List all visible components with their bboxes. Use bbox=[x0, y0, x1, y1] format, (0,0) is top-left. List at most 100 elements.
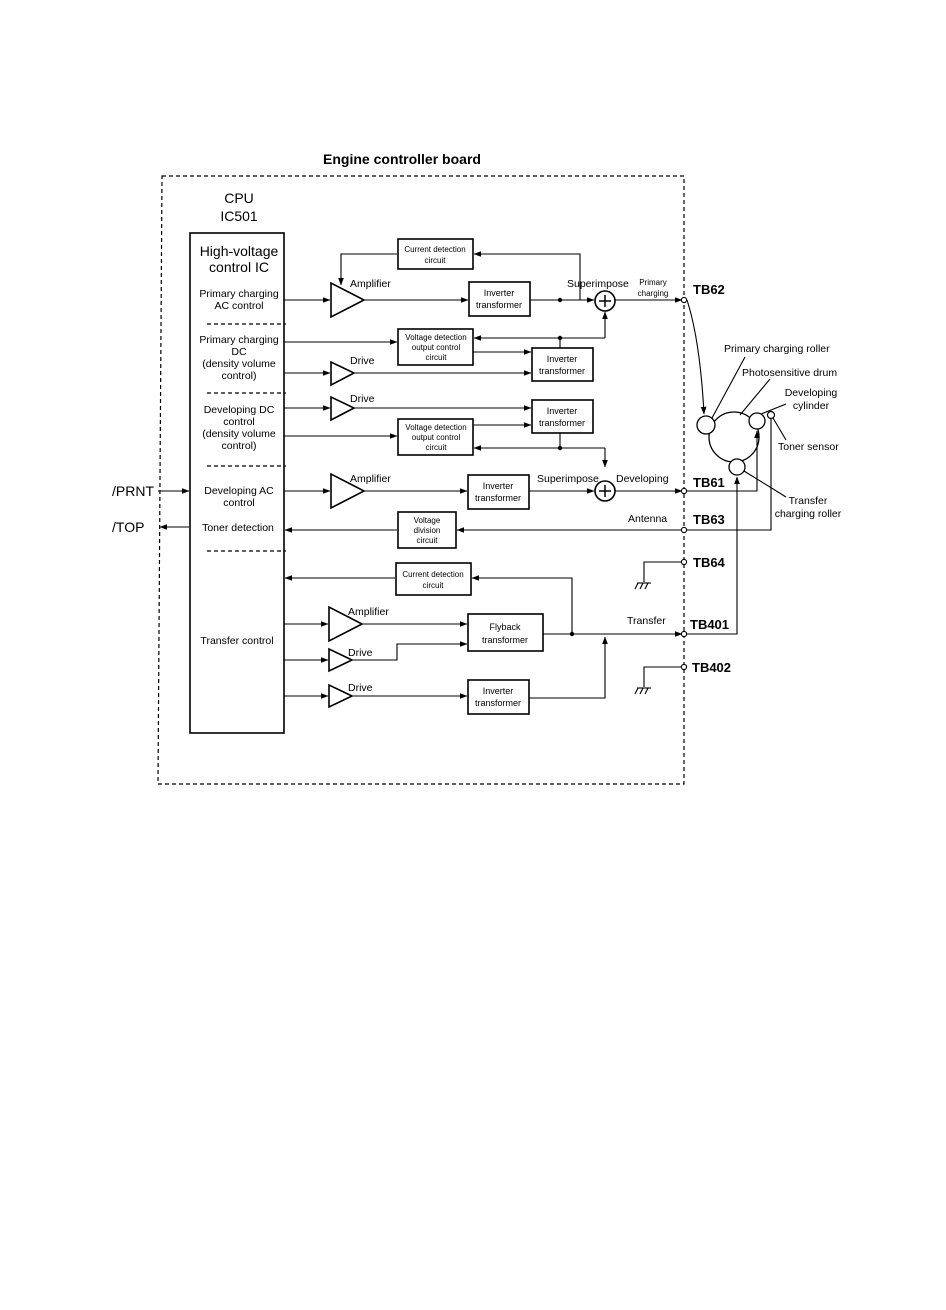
primary-charging-roller-label: Primary charging roller bbox=[724, 343, 830, 355]
toner-sensor-to-tb63 bbox=[687, 419, 772, 531]
inverter-transformer-text: Inverter bbox=[483, 481, 514, 491]
tb401-terminal bbox=[680, 630, 688, 638]
amplifier-triangle-1 bbox=[330, 281, 366, 319]
current-detection-text: circuit bbox=[425, 256, 447, 265]
primary-charging-label-1: Primary bbox=[639, 278, 667, 287]
current-detection-text: circuit bbox=[423, 581, 445, 590]
feedback-line-1 bbox=[473, 251, 581, 300]
tb402-ground-line bbox=[643, 666, 681, 687]
voltage-detection-text: Voltage detection bbox=[405, 423, 466, 432]
voltage-division-text: division bbox=[414, 526, 441, 535]
drive-label-1: Drive bbox=[350, 355, 375, 367]
hv-ic-title-2: control IC bbox=[209, 259, 269, 275]
drive-triangle-4 bbox=[328, 683, 354, 709]
tb401-to-transfer-roller bbox=[687, 476, 740, 635]
amplifier-label-3: Amplifier bbox=[348, 606, 389, 618]
tb62-to-primary-roller bbox=[686, 299, 707, 415]
voltage-detection-text: circuit bbox=[426, 353, 448, 362]
board-outline bbox=[157, 175, 685, 785]
voltage-detection-text: output control bbox=[412, 343, 461, 352]
developing-dc-label-4: control) bbox=[221, 440, 256, 452]
drive-triangle-2 bbox=[330, 395, 356, 422]
current-detection-box-2 bbox=[395, 562, 472, 596]
flyback-transformer-text: transformer bbox=[482, 635, 528, 645]
leader-line bbox=[711, 356, 746, 419]
inverter-transformer-text: transformer bbox=[539, 366, 585, 376]
inverter-transformer-text: transformer bbox=[539, 418, 585, 428]
junction-dot bbox=[569, 631, 575, 637]
voltage-division-text: Voltage bbox=[414, 516, 441, 525]
amplifier-triangle-2 bbox=[330, 472, 366, 510]
inverter-transformer-text: transformer bbox=[475, 493, 521, 503]
current-detection-text: Current detection bbox=[402, 570, 463, 579]
leader-line bbox=[772, 417, 787, 441]
leader-line bbox=[739, 378, 771, 416]
toner-sensor-label: Toner sensor bbox=[778, 441, 839, 453]
feedback-line-1b bbox=[338, 253, 397, 286]
voltage-division-box bbox=[397, 511, 457, 549]
leader-line bbox=[760, 403, 787, 415]
inverter-to-transfer-line bbox=[529, 636, 608, 699]
superimpose-label-2: Superimpose bbox=[537, 473, 599, 485]
junction-dot bbox=[557, 335, 563, 341]
toner-sensor bbox=[766, 410, 776, 420]
superimpose-label-1: Superimpose bbox=[567, 278, 629, 290]
inverter-transformer-box-3 bbox=[531, 399, 594, 434]
primary-dc-label-2: DC bbox=[231, 346, 247, 358]
tb64-terminal bbox=[680, 558, 688, 566]
inverter-transformer-box-5 bbox=[467, 679, 530, 715]
inverter-transformer-box-2 bbox=[531, 347, 594, 382]
cpu-id-label: IC501 bbox=[220, 208, 258, 224]
cpu-label: CPU bbox=[224, 190, 254, 206]
voltage-detection-text: Voltage detection bbox=[405, 333, 466, 342]
drive-triangle-3 bbox=[328, 647, 354, 673]
inverter-transformer-text: transformer bbox=[475, 698, 521, 708]
inverter-transformer-box-1 bbox=[468, 281, 531, 317]
amplifier-triangle-3 bbox=[328, 605, 364, 643]
primary-charging-roller bbox=[696, 415, 716, 435]
developing-dc-label-1: Developing DC bbox=[204, 404, 275, 416]
developing-cylinder bbox=[748, 412, 766, 430]
drive-to-flyback-line bbox=[352, 641, 468, 661]
voltage-detection-text: circuit bbox=[426, 443, 448, 452]
primary-dc-label-4: control) bbox=[221, 370, 256, 382]
voltage-detection-text: output control bbox=[412, 433, 461, 442]
tb63-label: TB63 bbox=[693, 512, 725, 527]
ground-symbol-icon bbox=[634, 687, 651, 695]
primary-charging-label-2: charging bbox=[638, 289, 669, 298]
inverter-transformer-text: transformer bbox=[476, 300, 522, 310]
drive-triangle-1 bbox=[330, 360, 356, 387]
primary-ac-label-2: AC control bbox=[214, 300, 263, 312]
transfer-feedback-line bbox=[471, 575, 573, 634]
amplifier-label-2: Amplifier bbox=[350, 473, 391, 485]
developing-dc-label-2: control bbox=[223, 416, 255, 428]
tb401-label: TB401 bbox=[690, 617, 729, 632]
inverter-transformer-text: Inverter bbox=[483, 686, 514, 696]
tb62-terminal bbox=[680, 296, 688, 304]
hv-control-ic-box bbox=[189, 232, 285, 734]
primary-dc-label-1: Primary charging bbox=[199, 334, 279, 346]
tb402-terminal bbox=[680, 663, 688, 671]
inverter-transformer-text: Inverter bbox=[547, 354, 578, 364]
developing-label: Developing bbox=[616, 473, 669, 485]
board-title: Engine controller board bbox=[323, 151, 481, 167]
voltage-detection-box-1 bbox=[397, 328, 474, 366]
antenna-label: Antenna bbox=[628, 513, 667, 525]
hv-ic-title-1: High-voltage bbox=[200, 243, 279, 259]
developing-dc-label-3: (density volume bbox=[202, 428, 276, 440]
leader-line bbox=[743, 470, 787, 498]
tb61-terminal bbox=[680, 487, 688, 495]
developing-cylinder-label-1: Developing bbox=[785, 387, 838, 399]
primary-dc-label-3: (density volume bbox=[202, 358, 276, 370]
transfer-charging-roller-label-1: Transfer bbox=[789, 495, 828, 507]
tb64-label: TB64 bbox=[693, 555, 726, 570]
tb61-to-developing-cylinder bbox=[687, 430, 760, 492]
transfer-charging-roller bbox=[728, 458, 746, 476]
flyback-transformer-text: Flyback bbox=[489, 622, 521, 632]
drive-label-4: Drive bbox=[348, 682, 373, 694]
inverter-transformer-text: Inverter bbox=[547, 406, 578, 416]
drive-label-2: Drive bbox=[350, 393, 375, 405]
voltage-detection-box-2 bbox=[397, 418, 474, 456]
developing-ac-label-1: Developing AC bbox=[204, 485, 274, 497]
